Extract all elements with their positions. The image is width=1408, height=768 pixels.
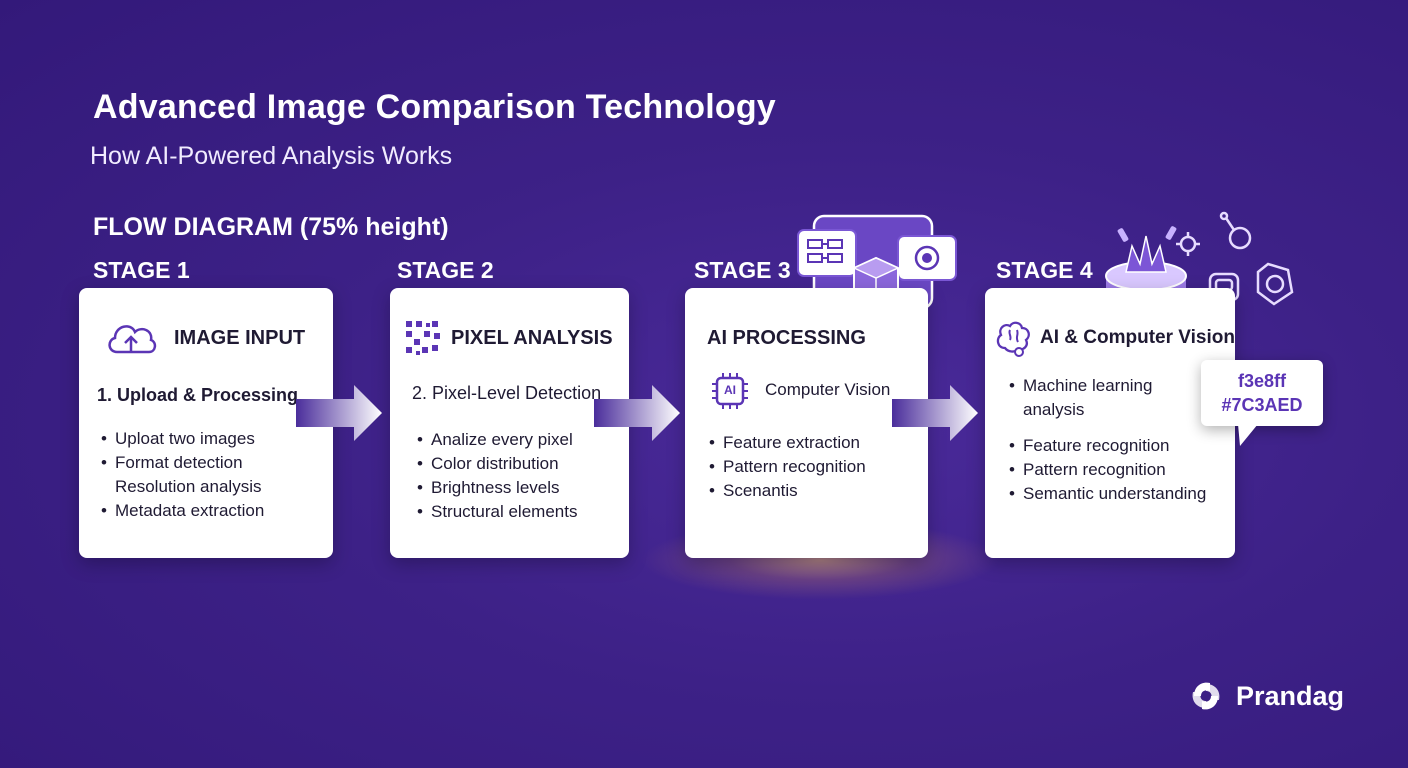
list-item: •Color distribution [417, 454, 559, 473]
stage-4-label: STAGE 4 [996, 257, 1093, 283]
stage-4-subtitle-list: •Machine learning analysis [1009, 374, 1152, 422]
list-item: •Semantic understanding [1009, 484, 1207, 503]
stage-4-bullets: •Feature recognition •Pattern recognitio… [1009, 434, 1206, 506]
pixel-grid-icon [406, 321, 440, 355]
flow-diagram-label: FLOW DIAGRAM (75% height) [93, 213, 449, 241]
brand-mark-icon [1192, 682, 1220, 710]
list-item: •Analize every pixel [417, 430, 573, 449]
list-item: •Format detection [101, 453, 243, 472]
brand-name: Prandag [1236, 680, 1345, 711]
stage-2-label: STAGE 2 [397, 257, 494, 283]
stage-3-bullets: •Feature extraction •Pattern recognition… [709, 431, 866, 503]
cloud-upload-icon [108, 325, 157, 354]
flow-arrow-2 [594, 385, 680, 441]
color-code-accent: #7C3AED [1221, 395, 1303, 415]
list-item: •Feature recognition [1009, 436, 1170, 455]
stage-1-label: STAGE 1 [93, 257, 190, 283]
list-item: •Metadata extraction [101, 501, 265, 520]
list-item: •Feature extraction [709, 433, 861, 452]
callout-pointer-icon [1238, 424, 1258, 446]
stage-1-card: IMAGE INPUT 1. Upload & Processing •Uplo… [79, 288, 333, 558]
list-item: •Pattern recognition [1009, 460, 1166, 479]
flow-arrow-3 [892, 385, 978, 441]
list-item: Resolution analysis [115, 477, 262, 496]
list-item: •Uploat two images [101, 429, 255, 448]
list-item: analysis [1023, 400, 1085, 419]
stage-1-bullets: •Uploat two images •Format detection Res… [101, 427, 264, 523]
stage-2-bullets: •Analize every pixel •Color distribution… [417, 428, 577, 524]
list-item: •Brightness levels [417, 478, 560, 497]
ai-chip-label: AI [724, 383, 736, 397]
stage-1-title: IMAGE INPUT [174, 326, 306, 349]
stage-4-card: AI & Computer Vision •Machine learning a… [985, 288, 1235, 558]
page-title: Advanced Image Comparison Technology [93, 88, 776, 126]
stage-1-subtitle-a: 1. Upload & [97, 385, 197, 405]
stage-3-card: AI PROCESSING AI Computer Vision •Featur… [685, 288, 928, 558]
flow-arrow-1 [296, 385, 382, 441]
stage-3-label: STAGE 3 [694, 257, 791, 283]
stage-4-title: AI & Computer Vision [1040, 327, 1235, 348]
list-item: •Pattern recognition [709, 457, 866, 476]
stage-1-subtitle-b: Processing [201, 385, 299, 405]
stage-3-title: AI PROCESSING [707, 326, 866, 349]
page-subtitle: How AI-Powered Analysis Works [90, 142, 453, 170]
ai-chip-icon: AI [711, 372, 749, 410]
list-item: •Structural elements [417, 502, 578, 521]
brain-icon [996, 321, 1030, 357]
list-item: •Scenantis [709, 481, 798, 500]
ai-processing-illustration [797, 214, 957, 312]
brand-logo: Prandag [1186, 676, 1344, 716]
stage-3-subtitle: Computer Vision [765, 380, 891, 399]
stage-2-title: PIXEL ANALYSIS [451, 326, 613, 349]
stage-2-card: PIXEL ANALYSIS 2. Pixel-Level Detection … [390, 288, 629, 558]
stage-2-subtitle: 2. Pixel-Level Detection [412, 383, 602, 403]
color-code-light: f3e8ff [1237, 371, 1286, 391]
list-item: •Machine learning [1009, 376, 1153, 395]
color-code-callout: f3e8ff #7C3AED [1201, 360, 1323, 426]
